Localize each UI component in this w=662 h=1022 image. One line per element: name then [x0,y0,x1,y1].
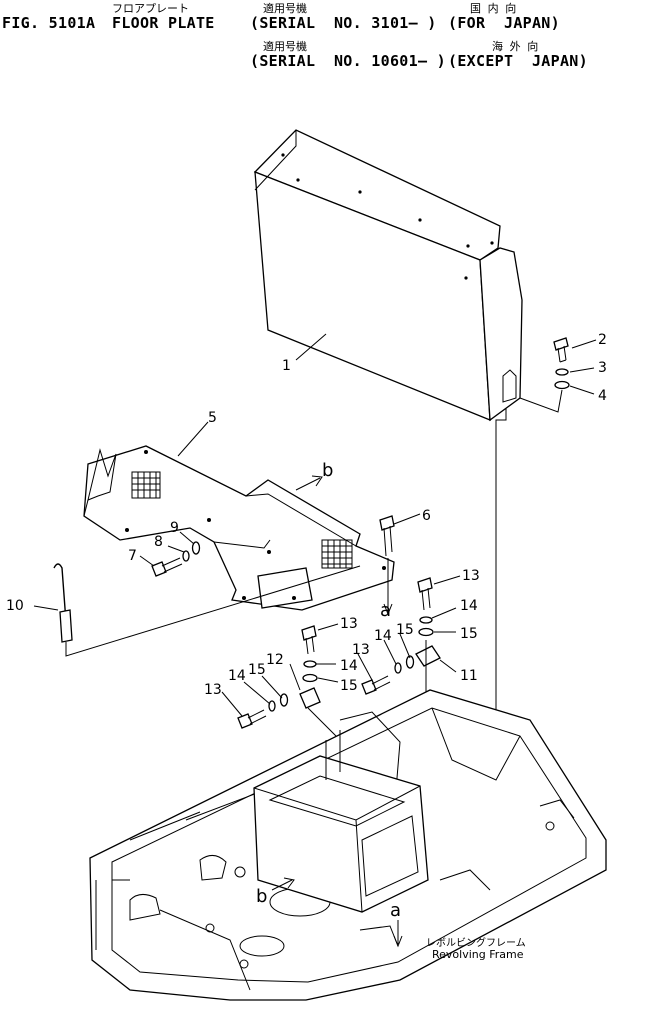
washer-3 [555,368,569,376]
callout-14-center: 14 [340,658,358,674]
washer-15-right [418,627,434,637]
washer-4 [554,380,570,390]
callout-14-right: 14 [460,598,478,614]
title-jp: フロアプレート [112,2,189,15]
callout-4: 4 [598,388,607,404]
callout-8: 8 [154,534,163,550]
bolt-6 [379,515,395,557]
arrow-b-top [295,477,321,491]
region-2: (EXCEPT JAPAN) [448,52,588,70]
hardware-bolt-2 [553,337,569,363]
callout-5: 5 [208,410,217,426]
callout-13-mid: 13 [352,642,370,658]
washer-14-right [419,616,433,624]
ref-b-bottom: b [256,886,267,907]
callout-11: 11 [460,668,478,684]
applicable-jp-2: 適用号機 [263,40,307,53]
callout-10: 10 [6,598,24,614]
washer-9 [191,541,201,555]
washer-14-center [303,660,317,668]
callout-13-right: 13 [462,568,480,584]
title-en: FLOOR PLATE [112,14,215,32]
ref-a-bottom: a [390,900,401,921]
figure-number: FIG. 5101A [2,14,96,32]
part-1-cover-panel [253,129,523,422]
callout-3: 3 [598,360,607,376]
callout-14-mid: 14 [374,628,392,644]
callout-12: 12 [266,652,284,668]
arrow-a-top [383,603,393,616]
washer-8 [182,550,190,562]
serial-1: (SERIAL NO. 3101– ) [250,14,437,32]
washer-14-mid [394,662,402,674]
bolt-13-mid [361,675,391,695]
serial-2: (SERIAL NO. 10601– ) [250,52,446,70]
callout-13-center: 13 [340,616,358,632]
callout-6: 6 [422,508,431,524]
region-jp-2: 海 外 向 [492,40,539,53]
ref-b-top: b [322,460,333,481]
caption-jp: レボルビングフレーム [426,936,526,949]
bracket-12 [299,687,321,709]
callout-15-center: 15 [340,678,358,694]
region-1: (FOR JAPAN) [448,14,560,32]
bracket-11 [415,645,441,667]
callout-14-left: 14 [228,668,246,684]
callout-7: 7 [128,548,137,564]
leader-cover-to-frame [495,408,507,880]
bolt-13-left [237,709,267,729]
washer-15-mid [405,655,415,669]
callout-15-mid: 15 [396,622,414,638]
callout-2: 2 [598,332,607,348]
callout-15-right: 15 [460,626,478,642]
bolt-13-right [417,577,433,611]
washer-15-left [279,693,289,707]
bolt-7 [151,557,183,577]
region-jp-1: 国 内 向 [470,2,517,15]
callout-leaders [33,333,597,717]
revolving-frame [89,689,607,1001]
callout-15-left: 15 [248,662,266,678]
part-10-hook-rod [53,563,361,657]
washer-15-center [302,673,318,683]
caption-en: Revolving Frame [432,948,524,961]
ref-a-top: a [380,600,391,621]
applicable-jp-1: 適用号機 [263,2,307,15]
bolt-13-center [301,625,317,655]
callout-1: 1 [282,358,291,374]
part-5-floor-plate [83,445,395,611]
callout-9: 9 [170,520,179,536]
washer-14-left [268,700,276,712]
leader-4-to-cover [519,389,563,413]
callout-13-left: 13 [204,682,222,698]
arrow-b-head [311,475,323,487]
